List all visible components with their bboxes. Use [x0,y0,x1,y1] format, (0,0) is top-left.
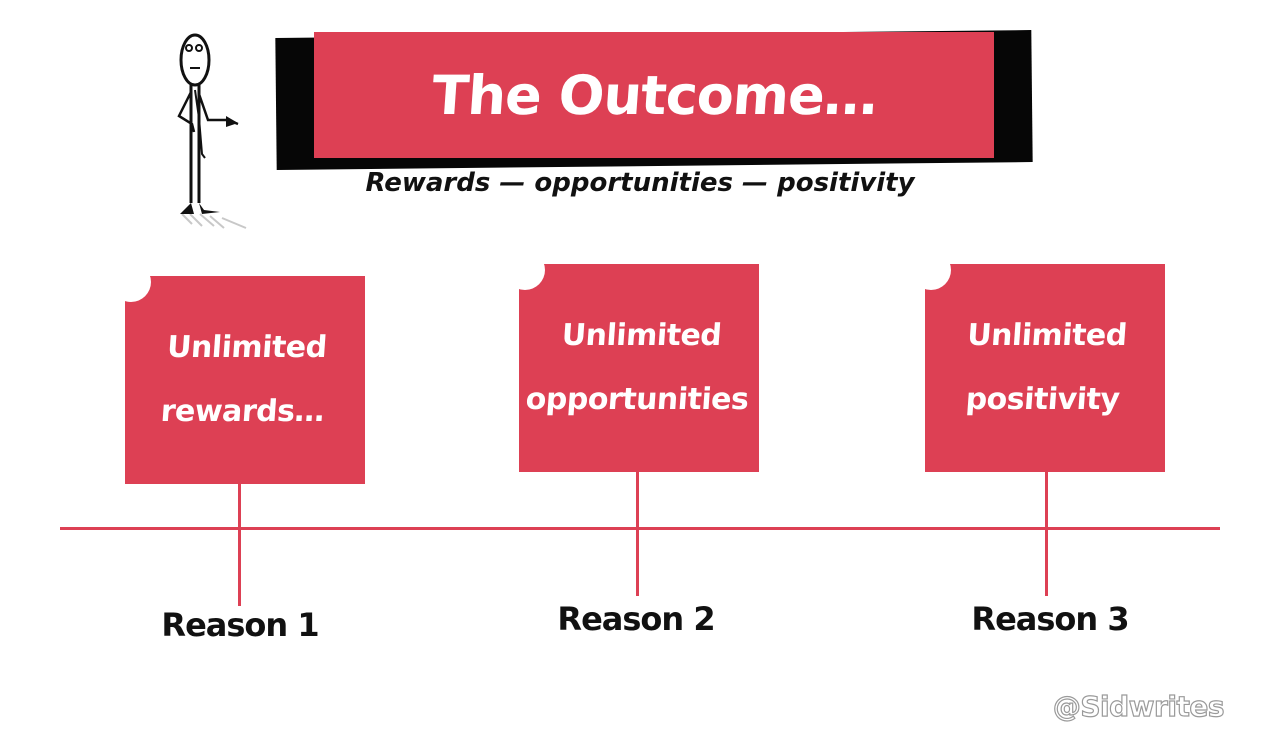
timeline-line [60,527,1220,530]
timeline-stem-3 [1045,472,1048,596]
outcome-card-1: Unlimited rewards… [111,262,365,484]
outcome-card-text: Unlimited opportunities [524,318,750,417]
page-title: The Outcome… [429,63,879,127]
reason-label-1: Reason 1 [161,606,319,644]
timeline-stem-2 [636,472,639,596]
outcome-card-text: Unlimited rewards… [159,330,329,429]
outcome-card-2: Unlimited opportunities [505,250,759,472]
author-watermark: @Sidwrites [1052,689,1225,723]
stick-figure-illustration [177,33,247,229]
title-banner: The Outcome… [314,32,994,158]
reason-label-3: Reason 3 [971,600,1129,638]
figure-head [179,33,211,87]
outcome-card-3: Unlimited positivity [911,250,1165,472]
figure-shadow [181,213,247,229]
outcome-card-text: Unlimited positivity [964,318,1129,417]
reason-label-2: Reason 2 [557,600,715,638]
timeline-stem-1 [238,484,241,606]
page-subtitle: Rewards — opportunities — positivity [365,168,915,198]
